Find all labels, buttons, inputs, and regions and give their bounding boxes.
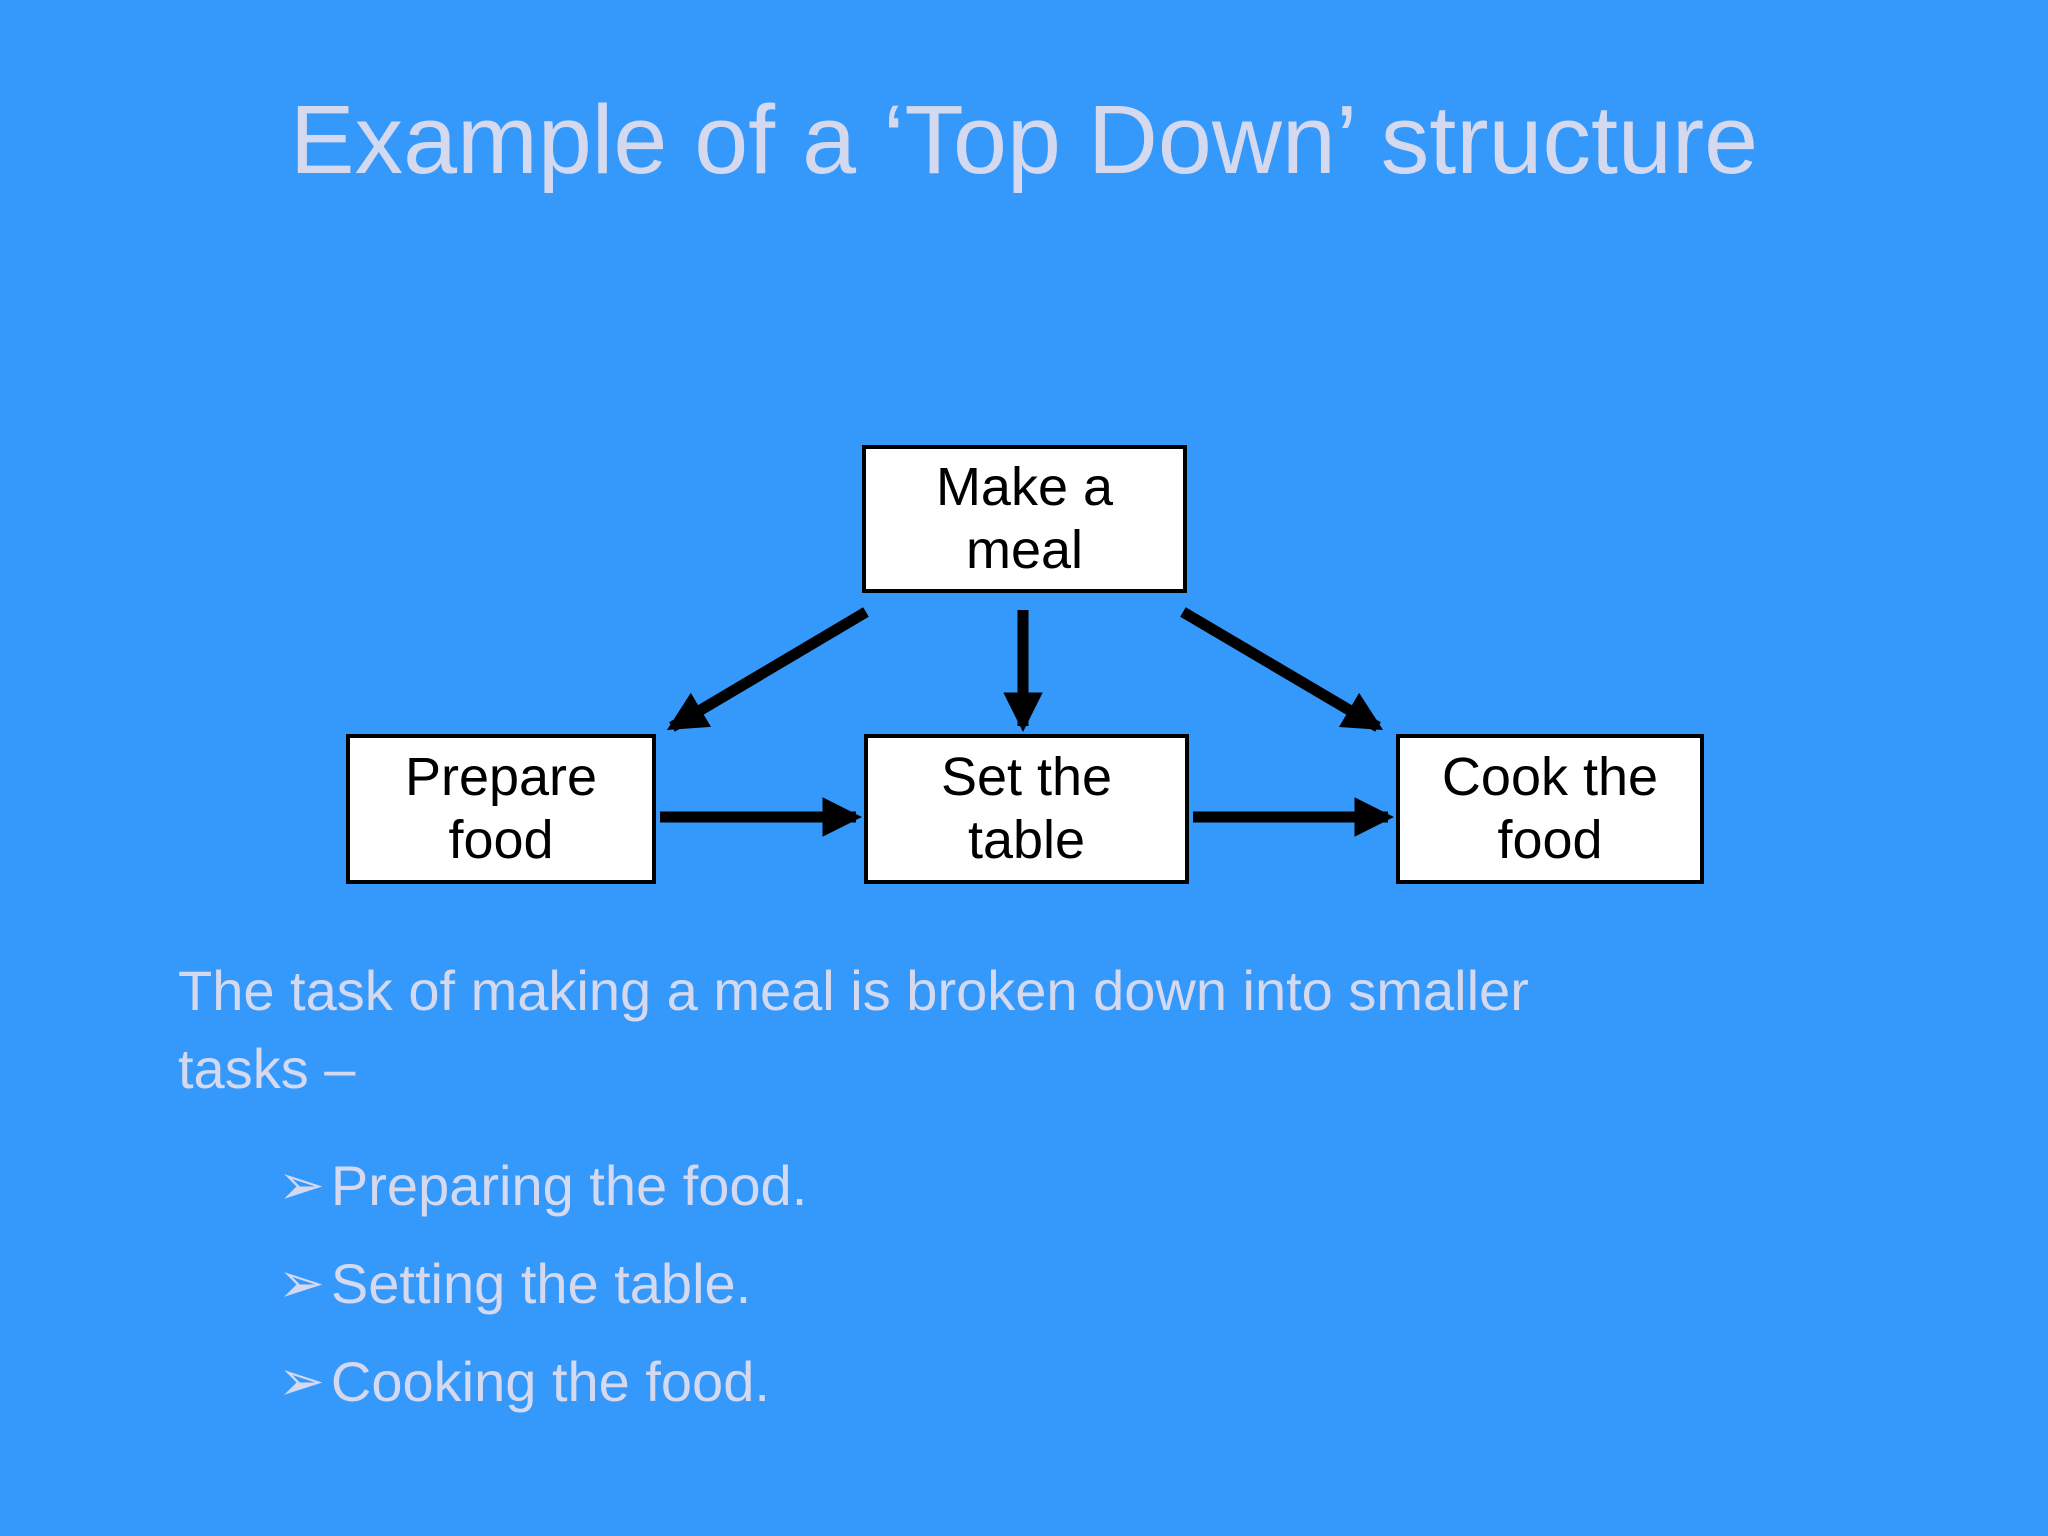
arrow-root-to-cook-food bbox=[1180, 607, 1384, 732]
body-paragraph: The task of making a meal is broken down… bbox=[178, 959, 1529, 1101]
bullet-text: Preparing the food. bbox=[330, 1153, 808, 1217]
bullet-text: Cooking the food. bbox=[330, 1349, 770, 1413]
bullet-text: Setting the table. bbox=[330, 1251, 752, 1315]
slide-title: Example of a ‘Top Down’ structure bbox=[289, 85, 1759, 194]
box-make-a-meal: Make a meal bbox=[862, 445, 1187, 593]
box-set-the-table: Set the table bbox=[864, 734, 1189, 884]
bullet-arrow-icon: ➢ bbox=[278, 1349, 325, 1412]
bullet-item: ➢ Cooking the food. bbox=[278, 1332, 807, 1430]
bullet-arrow-icon: ➢ bbox=[278, 1251, 325, 1314]
box-cook-the-food: Cook the food bbox=[1396, 734, 1704, 884]
arrow-root-to-prepare-food bbox=[666, 607, 869, 732]
bullet-item: ➢ Setting the table. bbox=[278, 1234, 807, 1332]
bullet-arrow-icon: ➢ bbox=[278, 1153, 325, 1216]
bullet-item: ➢ Preparing the food. bbox=[278, 1136, 807, 1234]
bullet-list: ➢ Preparing the food. ➢ Setting the tabl… bbox=[278, 1136, 807, 1430]
box-prepare-food: Prepare food bbox=[346, 734, 656, 884]
